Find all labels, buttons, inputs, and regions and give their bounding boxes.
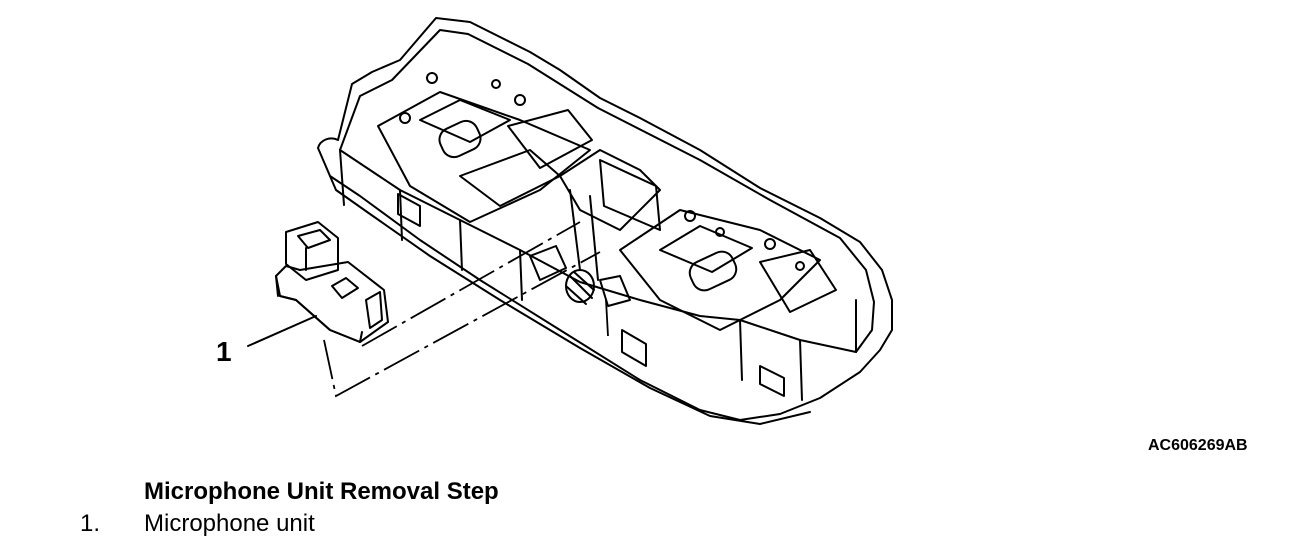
procedure-step: 1. Microphone unit — [80, 510, 315, 538]
left-lamp-compartment — [377, 72, 593, 223]
procedure-title: Microphone Unit Removal Step — [144, 478, 499, 505]
callout-leader-line — [247, 315, 317, 347]
installation-guide-lines — [323, 221, 609, 398]
center-partition — [559, 149, 661, 281]
exploded-view-illustration — [247, 17, 893, 425]
overhead-console-drawing — [247, 17, 893, 425]
overhead-console-housing — [317, 17, 893, 425]
step-text: Microphone unit — [144, 510, 315, 537]
figure-reference-id: AC606269AB — [1148, 437, 1248, 454]
microphone-unit-part — [275, 221, 389, 343]
callout-number: 1 — [216, 336, 232, 367]
step-number: 1. — [80, 510, 101, 537]
right-lamp-compartment — [619, 209, 837, 331]
microphone-mount-location — [529, 245, 631, 307]
